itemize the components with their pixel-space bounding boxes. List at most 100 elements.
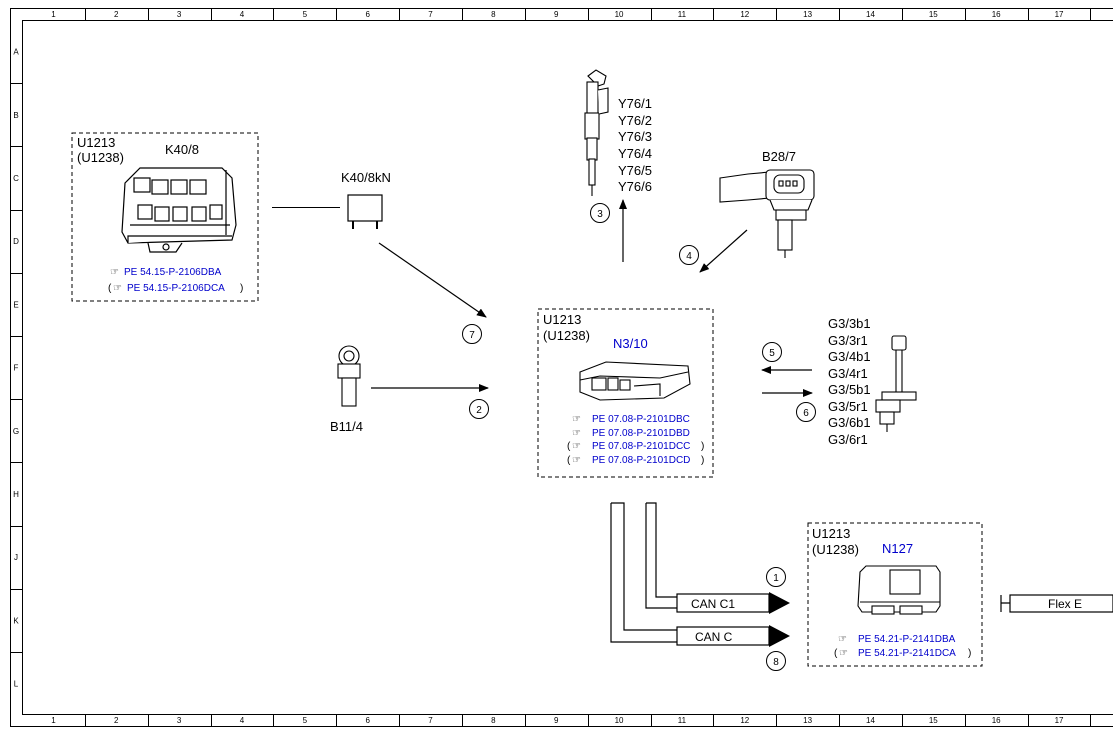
svg-text:2: 2 — [476, 405, 482, 416]
control-unit-icon — [857, 565, 941, 615]
k40-8-variant-2: (U1238) — [77, 150, 124, 165]
book-icon: ☞ — [572, 455, 581, 466]
signal-marker-5[interactable]: 5 — [762, 342, 782, 362]
n3-10-ref-1[interactable]: PE 07.08-P-2101DBC — [592, 414, 690, 425]
n3-10-code[interactable]: N3/10 — [613, 336, 648, 351]
grid-col-label-top: 11 — [678, 10, 687, 19]
svg-text:1: 1 — [773, 573, 779, 584]
flex-e-bus[interactable]: Flex E — [1000, 594, 1113, 613]
grid-col-label-bottom: 12 — [740, 716, 749, 725]
component-n127[interactable]: U1213 (U1238) N127 ☞ PE 54.21-P-2141DBA … — [807, 522, 983, 667]
injector-code-5: Y76/5 — [618, 163, 652, 178]
grid-col-label-bottom: 8 — [491, 716, 496, 725]
grid-col-label-top: 17 — [1055, 10, 1064, 19]
grid-row-label: F — [14, 364, 19, 373]
signal-marker-1[interactable]: 1 — [766, 567, 786, 587]
svg-text:8: 8 — [773, 657, 779, 668]
can-c1-bus[interactable]: CAN C1 — [676, 592, 790, 614]
signal-marker-8[interactable]: 8 — [766, 651, 786, 671]
pressure-sensor-icon — [719, 169, 815, 258]
book-icon: ☞ — [572, 441, 581, 452]
grid-col-label-bottom: 17 — [1055, 716, 1064, 725]
grid-col-label-bottom: 11 — [678, 716, 687, 725]
flex-e-label: Flex E — [1048, 597, 1082, 611]
n127-code[interactable]: N127 — [882, 541, 913, 556]
n3-10-ref-2[interactable]: PE 07.08-P-2101DBD — [592, 428, 690, 439]
n3-10-variant-1: U1213 — [543, 312, 581, 327]
grid-col-label-top: 15 — [929, 10, 938, 19]
k40-8-ref-1[interactable]: PE 54.15-P-2106DBA — [124, 267, 222, 278]
o2-code-1: G3/3b1 — [828, 316, 871, 331]
n3-10-ref-3-close: ) — [701, 441, 704, 452]
injector-code-4: Y76/4 — [618, 146, 652, 161]
relay-module-icon — [121, 167, 237, 253]
k40-8-ref-2-close: ) — [240, 283, 243, 294]
signal-marker-2[interactable]: 2 — [469, 399, 489, 419]
n3-10-ref-3-open: ( — [567, 441, 571, 452]
b28-7-code: B28/7 — [762, 149, 796, 164]
component-n3-10[interactable]: U1213 (U1238) N3/10 ☞ PE 07.08-P-2101DBC… — [537, 308, 714, 478]
n127-ref-2-open: ( — [834, 648, 838, 659]
grid-row-label: G — [13, 427, 19, 436]
signal-marker-3[interactable]: 3 — [590, 203, 610, 223]
grid-col-label-top: 13 — [803, 10, 812, 19]
o2-code-6: G3/5r1 — [828, 399, 868, 414]
grid-col-label-bottom: 6 — [365, 716, 370, 725]
grid-row-label: A — [13, 48, 19, 57]
component-b11-4[interactable]: B11/4 — [330, 345, 363, 434]
grid-col-label-bottom: 16 — [992, 716, 1001, 725]
k40-8kn-code: K40/8kN — [341, 170, 391, 185]
temperature-sensor-icon — [337, 345, 361, 407]
can-c-bus[interactable]: CAN C — [676, 625, 790, 647]
n127-ref-1[interactable]: PE 54.21-P-2141DBA — [858, 634, 956, 645]
signal-marker-6[interactable]: 6 — [796, 402, 816, 422]
n127-ref-2-close: ) — [968, 648, 971, 659]
arrow-signal-4 — [699, 229, 748, 273]
k40-8-ref-2-open: ( — [108, 283, 112, 294]
can-c1-label: CAN C1 — [691, 597, 735, 611]
o2-code-3: G3/4b1 — [828, 349, 871, 364]
grid-col-label-bottom: 1 — [51, 716, 56, 725]
fuse-icon — [347, 194, 383, 222]
svg-text:3: 3 — [597, 209, 603, 220]
grid-col-label-top: 10 — [615, 10, 624, 19]
n3-10-variant-2: (U1238) — [543, 328, 590, 343]
grid-col-label-bottom: 15 — [929, 716, 938, 725]
o2-code-8: G3/6r1 — [828, 432, 868, 447]
grid-col-label-top: 3 — [177, 10, 182, 19]
grid-col-label-top: 2 — [114, 10, 119, 19]
can-c-line-a — [611, 502, 677, 631]
book-icon: ☞ — [110, 267, 119, 278]
grid-col-label-bottom: 4 — [240, 716, 245, 725]
grid-ticks — [10, 8, 1091, 727]
can-c1-line-a — [646, 502, 677, 598]
grid-col-label-bottom: 13 — [803, 716, 812, 725]
n3-10-refs: ☞ PE 07.08-P-2101DBC ☞ PE 07.08-P-2101DB… — [567, 414, 704, 466]
n3-10-ref-3[interactable]: PE 07.08-P-2101DCC — [592, 441, 690, 452]
n127-refs: ☞ PE 54.21-P-2141DBA ( ☞ PE 54.21-P-2141… — [834, 634, 971, 659]
n127-variant-1: U1213 — [812, 526, 850, 541]
signal-marker-4[interactable]: 4 — [679, 245, 699, 265]
component-injectors-y76[interactable]: Y76/1 Y76/2 Y76/3 Y76/4 Y76/5 Y76/6 — [584, 69, 652, 196]
injector-code-3: Y76/3 — [618, 129, 652, 144]
grid-row-label: D — [13, 237, 19, 246]
n3-10-ref-4[interactable]: PE 07.08-P-2101DCD — [592, 455, 690, 466]
n127-ref-2[interactable]: PE 54.21-P-2141DCA — [858, 648, 956, 659]
can-c-label: CAN C — [695, 630, 733, 644]
component-b28-7[interactable]: B28/7 — [719, 149, 815, 258]
signal-marker-7[interactable]: 7 — [462, 324, 482, 344]
component-k40-8kn[interactable]: K40/8kN — [341, 170, 391, 229]
svg-text:7: 7 — [469, 330, 475, 341]
component-o2-sensors-g3[interactable]: G3/3b1 G3/3r1 G3/4b1 G3/4r1 G3/5b1 G3/5r… — [828, 316, 917, 447]
injector-code-2: Y76/2 — [618, 113, 652, 128]
grid-col-label-bottom: 10 — [615, 716, 624, 725]
ecu-icon — [579, 361, 691, 401]
can-c1-line-b — [645, 503, 677, 609]
component-k40-8[interactable]: U1213 (U1238) K40/8 ☞ PE 54.15-P-2106DBA… — [71, 132, 259, 302]
grid-col-label-bottom: 5 — [303, 716, 308, 725]
grid-col-label-bottom: 2 — [114, 716, 119, 725]
k40-8-ref-2[interactable]: PE 54.15-P-2106DCA — [127, 283, 225, 294]
o2-code-2: G3/3r1 — [828, 333, 868, 348]
grid-row-label: K — [13, 616, 19, 625]
